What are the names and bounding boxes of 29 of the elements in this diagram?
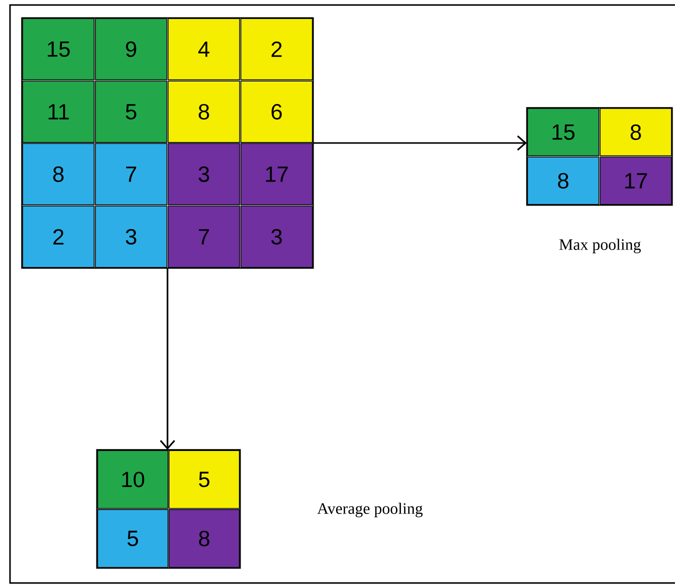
grid-cell: 4 (168, 18, 240, 80)
grid-cell: 7 (94, 143, 168, 206)
grid-cell: 3 (94, 206, 168, 268)
node-label: Average pooling (317, 502, 423, 518)
grid (21, 17, 314, 269)
grid-cell: 2 (240, 18, 313, 80)
arrow (160, 268, 176, 450)
grid-cell: 17 (600, 156, 672, 205)
grid-cell: 8 (527, 156, 600, 205)
grid-cell: 8 (22, 143, 95, 206)
grid-cell: 8 (168, 509, 240, 568)
grid-cell: 15 (527, 108, 600, 156)
grid-cell: 3 (240, 206, 313, 268)
grid-cell: 9 (94, 18, 168, 80)
grid-cell: 8 (168, 80, 240, 143)
grid-cell: 5 (97, 509, 168, 568)
grid-cell: 8 (600, 108, 672, 156)
arrow (313, 135, 527, 151)
node-label: Max pooling (559, 238, 641, 254)
grid-cell: 7 (168, 206, 240, 268)
grid-cell: 10 (97, 450, 168, 509)
grid-cell: 15 (22, 18, 95, 80)
grid-cell: 3 (168, 143, 240, 206)
grid-cell: 17 (240, 143, 313, 206)
grid-cell: 5 (168, 450, 240, 509)
grid-cell: 6 (240, 80, 313, 143)
grid-cell: 2 (22, 206, 95, 268)
grid-cell: 5 (94, 80, 168, 143)
grid-cell: 11 (22, 80, 95, 143)
